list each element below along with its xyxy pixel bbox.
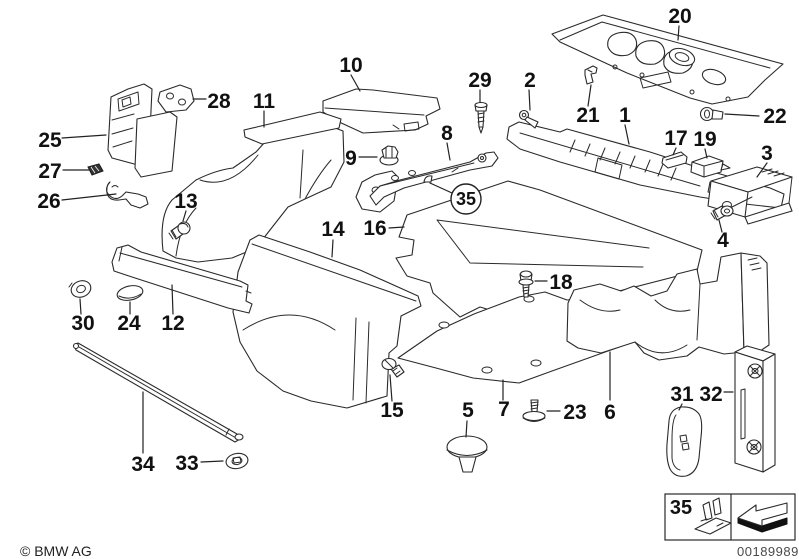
part-13-drawing [168, 221, 191, 240]
callout-label-28: 28 [207, 90, 231, 113]
part-25-drawing [107, 83, 178, 178]
callout-label-9: 9 [345, 147, 357, 170]
part-5-drawing [446, 435, 488, 473]
part-8-drawing [355, 151, 499, 213]
callout-leader-5 [465, 420, 468, 438]
copyright-text: © BMW AG [20, 543, 92, 559]
callout-leader-10 [350, 74, 361, 92]
callout-leader-13 [182, 210, 187, 222]
callout-label-17: 17 [664, 127, 687, 150]
doc-number: 00189989 [737, 544, 799, 559]
callout-label-22: 22 [763, 105, 786, 128]
callout-label-14: 14 [321, 218, 345, 241]
callout-leader-35 [429, 182, 453, 194]
callout-leader-3 [756, 162, 768, 178]
callout-label-31: 31 [670, 383, 694, 406]
part-27-drawing [87, 163, 104, 176]
callout-circle-35 [450, 183, 482, 215]
legend-box: 35 [664, 493, 796, 541]
callout-label-11: 11 [253, 90, 276, 113]
callout-leader-16 [388, 226, 405, 229]
callout-label-13: 13 [174, 190, 197, 213]
part-4-drawing [710, 205, 734, 221]
part-24-drawing [116, 285, 144, 301]
callout-label-4: 4 [717, 229, 729, 252]
part-34-drawing [72, 342, 244, 443]
callout-label-18: 18 [549, 271, 573, 294]
callout-leader-30 [79, 298, 82, 315]
callout-leader-21 [587, 84, 592, 107]
part-19-drawing [690, 155, 731, 178]
part-14-drawing [232, 234, 422, 409]
callout-label-20: 20 [668, 5, 691, 28]
callout-label-26: 26 [37, 190, 60, 213]
part-23-drawing [522, 399, 546, 422]
callout-leader-8 [446, 142, 451, 161]
part-33-drawing [225, 452, 249, 470]
callout-leader-2 [528, 89, 531, 111]
callout-leader-4 [718, 219, 723, 233]
part-28-drawing [157, 84, 195, 113]
callout-label-33: 33 [175, 452, 198, 475]
part-9-drawing [379, 145, 399, 166]
callout-label-5: 5 [462, 399, 474, 422]
callout-leader-31 [678, 403, 683, 411]
part-17-drawing [661, 151, 688, 169]
part-31-drawing [666, 406, 703, 477]
part-11-drawing [161, 111, 345, 263]
callout-leader-14 [331, 239, 334, 258]
callout-leader-25 [61, 134, 107, 139]
direction-arrow-icon [737, 502, 788, 533]
part-10-drawing [322, 88, 441, 134]
callout-leader-1 [624, 124, 630, 145]
callout-label-27: 27 [38, 160, 61, 183]
legend-ref-label: 35 [670, 497, 692, 519]
callout-label-29: 29 [468, 69, 491, 92]
callout-label-6: 6 [604, 401, 616, 424]
part-29-drawing [474, 101, 488, 134]
callout-label-19: 19 [693, 128, 716, 151]
part-12-drawing [111, 244, 253, 314]
callout-leader-15 [389, 374, 393, 402]
part-26-drawing [105, 181, 149, 209]
callout-leader-22 [724, 113, 760, 117]
part-30-drawing [68, 280, 92, 298]
callout-label-7: 7 [498, 398, 510, 421]
callout-leader-33 [200, 460, 224, 463]
callout-label-16: 16 [363, 217, 386, 240]
callout-label-15: 15 [380, 399, 404, 422]
callout-label-25: 25 [38, 129, 62, 152]
part-16-drawing [395, 180, 703, 319]
clip-detail-icon [694, 497, 732, 535]
callout-label-30: 30 [71, 312, 94, 335]
callout-label-12: 12 [161, 312, 184, 335]
callout-label-10: 10 [339, 54, 362, 77]
part-15-drawing [381, 357, 405, 378]
part-2-drawing [518, 109, 539, 129]
callout-leader-19 [704, 148, 708, 159]
part-21-drawing [584, 65, 598, 85]
callout-leader-26 [61, 193, 117, 201]
parts-drawing-layer: 35 © BMW AG 00189989 [20, 14, 799, 559]
part-18-drawing [518, 270, 534, 298]
callout-label-21: 21 [576, 104, 600, 127]
callout-leader-20 [677, 25, 680, 41]
callout-label-34: 34 [131, 453, 155, 476]
part-22-drawing [699, 106, 724, 122]
callout-leader-17 [672, 147, 677, 156]
callout-leader-12 [171, 284, 174, 315]
callout-label-23: 23 [563, 401, 586, 424]
part-32-drawing [734, 345, 776, 473]
callout-label-24: 24 [117, 312, 141, 335]
callout-label-3: 3 [761, 142, 773, 165]
callout-label-35: 35 [456, 189, 476, 209]
callout-label-2: 2 [524, 69, 536, 92]
part-20-drawing [551, 14, 784, 105]
callout-label-32: 32 [699, 383, 722, 406]
callout-label-1: 1 [619, 104, 631, 127]
callout-label-8: 8 [441, 122, 453, 145]
